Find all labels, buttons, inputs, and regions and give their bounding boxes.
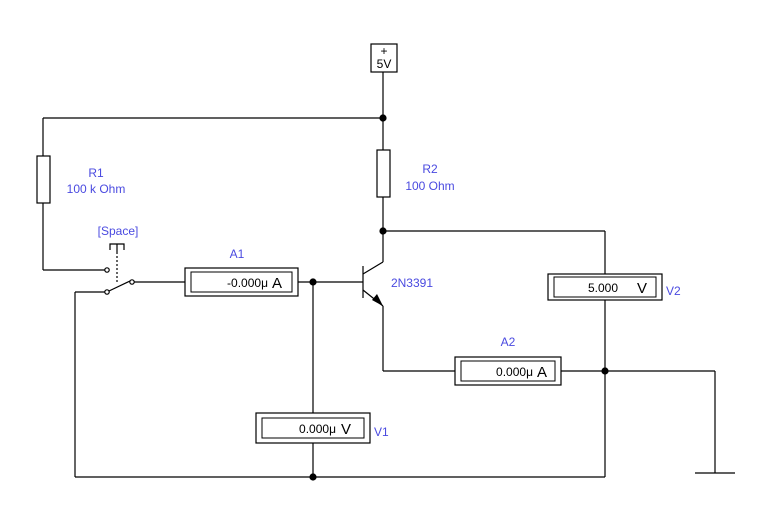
dc-supply[interactable]: + 5V xyxy=(370,43,398,73)
node-bottom-rail xyxy=(309,473,317,481)
wires xyxy=(42,72,716,478)
a1-unit: A xyxy=(272,275,282,292)
r2-value-label: 100 Ohm xyxy=(405,179,454,193)
spdt-switch[interactable] xyxy=(104,243,135,295)
r2-name-label: R2 xyxy=(422,162,438,176)
npn-transistor[interactable] xyxy=(362,261,384,307)
v1-unit: V xyxy=(341,421,351,438)
voltmeter-v1[interactable]: 0.000μ V xyxy=(255,412,371,444)
node-emitter-return xyxy=(601,367,609,375)
a2-name-label: A2 xyxy=(501,335,516,349)
resistor-r1[interactable] xyxy=(36,155,51,204)
r1-value-label: 100 k Ohm xyxy=(67,182,126,196)
v2-name-label: V2 xyxy=(666,284,681,298)
ammeter-a1[interactable]: -0.000μ A xyxy=(184,267,299,297)
a1-reading: -0.000μ xyxy=(227,276,268,290)
v2-unit: V xyxy=(637,280,647,297)
node-base xyxy=(309,278,317,286)
transistor-model-label: 2N3391 xyxy=(391,276,433,290)
a1-name-label: A1 xyxy=(230,247,245,261)
supply-value: 5V xyxy=(377,57,392,71)
node-collector xyxy=(379,227,387,235)
switch-key-label: [Space] xyxy=(98,224,139,238)
r1-name-label: R1 xyxy=(88,166,104,180)
a2-unit: A xyxy=(537,364,547,381)
voltmeter-v2[interactable]: 5.000 V xyxy=(547,273,663,301)
supply-plus-symbol: + xyxy=(380,44,387,58)
v2-reading: 5.000 xyxy=(588,281,618,295)
resistor-r2[interactable] xyxy=(376,149,391,198)
node-top-rail xyxy=(379,114,387,122)
v1-reading: 0.000μ xyxy=(299,422,336,436)
ammeter-a2[interactable]: 0.000μ A xyxy=(454,356,562,386)
a2-reading: 0.000μ xyxy=(496,365,533,379)
v1-name-label: V1 xyxy=(374,425,389,439)
junction-nodes xyxy=(309,114,609,481)
